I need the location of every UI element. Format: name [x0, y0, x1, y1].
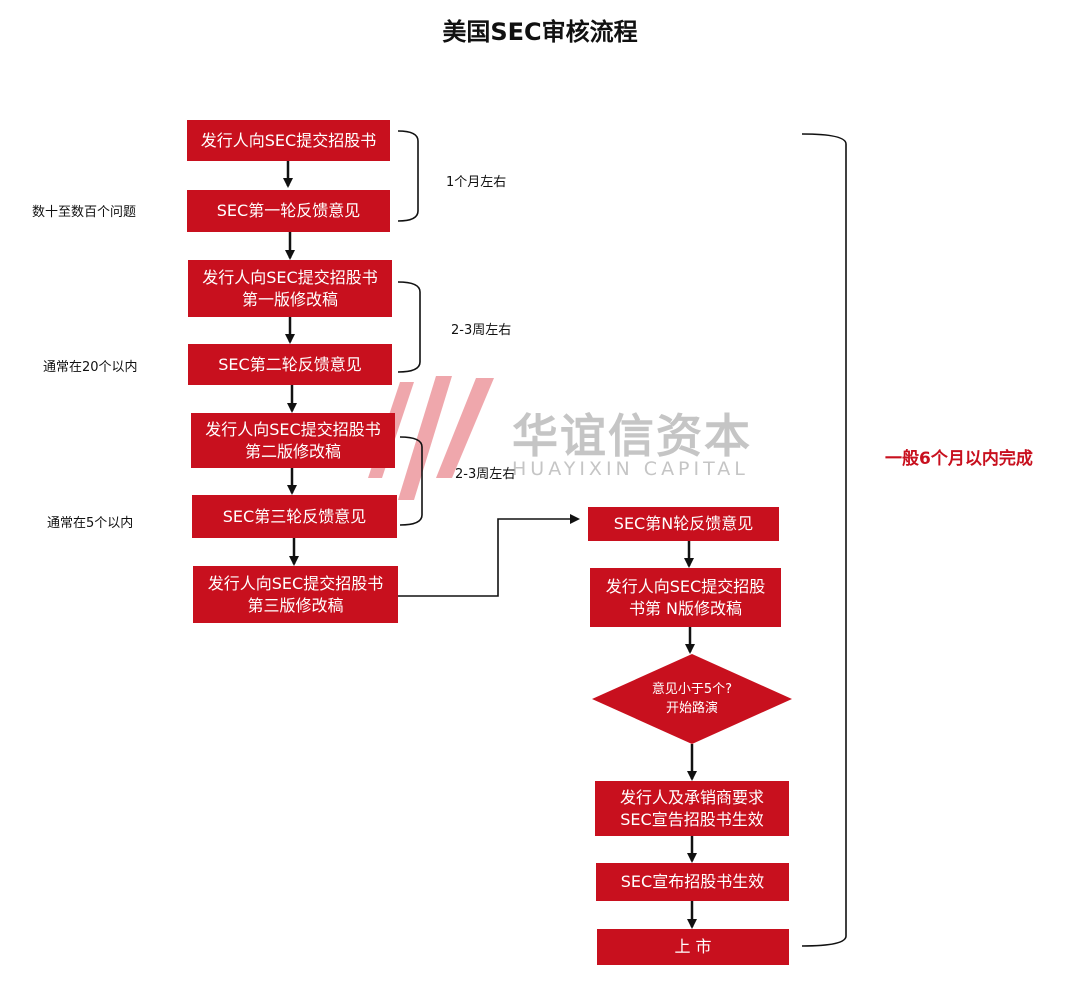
- bracket-d1: [397, 130, 419, 222]
- total-duration: 一般6个月以内完成: [885, 449, 1033, 469]
- elbow-s7-s8: [398, 514, 580, 597]
- step-submit-revision-2[interactable]: 发行人向SEC提交招股书 第二版修改稿: [191, 413, 395, 468]
- step-request-effectiveness[interactable]: 发行人及承销商要求 SEC宣告招股书生效: [595, 781, 789, 836]
- step-sec-nth-feedback[interactable]: SEC第N轮反馈意见: [588, 507, 779, 541]
- step-submit-revision-n[interactable]: 发行人向SEC提交招股 书第 N版修改稿: [590, 568, 781, 627]
- step-sec-first-feedback[interactable]: SEC第一轮反馈意见: [187, 190, 390, 232]
- step-sec-second-feedback[interactable]: SEC第二轮反馈意见: [188, 344, 392, 385]
- decision-diamond: [592, 654, 792, 744]
- duration-round-3: 2-3周左右: [455, 467, 516, 482]
- watermark-en: HUAYIXIN CAPITAL: [512, 458, 749, 480]
- note-first-round-questions: 数十至数百个问题: [32, 205, 137, 220]
- page-title: 美国SEC审核流程: [442, 18, 638, 46]
- note-second-round-questions: 通常在20个以内: [43, 360, 138, 375]
- step-submit-revision-3[interactable]: 发行人向SEC提交招股书 第三版修改稿: [193, 566, 398, 623]
- bracket-d3: [399, 436, 423, 526]
- step-sec-declares-effective[interactable]: SEC宣布招股书生效: [596, 863, 789, 901]
- duration-round-1: 1个月左右: [446, 175, 507, 190]
- decision-label: 意见小于5个? 开始路演: [651, 682, 733, 716]
- step-sec-third-feedback[interactable]: SEC第三轮反馈意见: [192, 495, 397, 538]
- step-listing[interactable]: 上 市: [597, 929, 789, 965]
- duration-round-2: 2-3周左右: [451, 323, 512, 338]
- step-submit-prospectus[interactable]: 发行人向SEC提交招股书: [187, 120, 390, 161]
- watermark-cn: 华谊信资本: [512, 409, 752, 463]
- bracket-total: [801, 133, 847, 947]
- step-submit-revision-1[interactable]: 发行人向SEC提交招股书 第一版修改稿: [188, 260, 392, 317]
- bracket-d2: [397, 281, 421, 373]
- note-third-round-questions: 通常在5个以内: [47, 516, 134, 531]
